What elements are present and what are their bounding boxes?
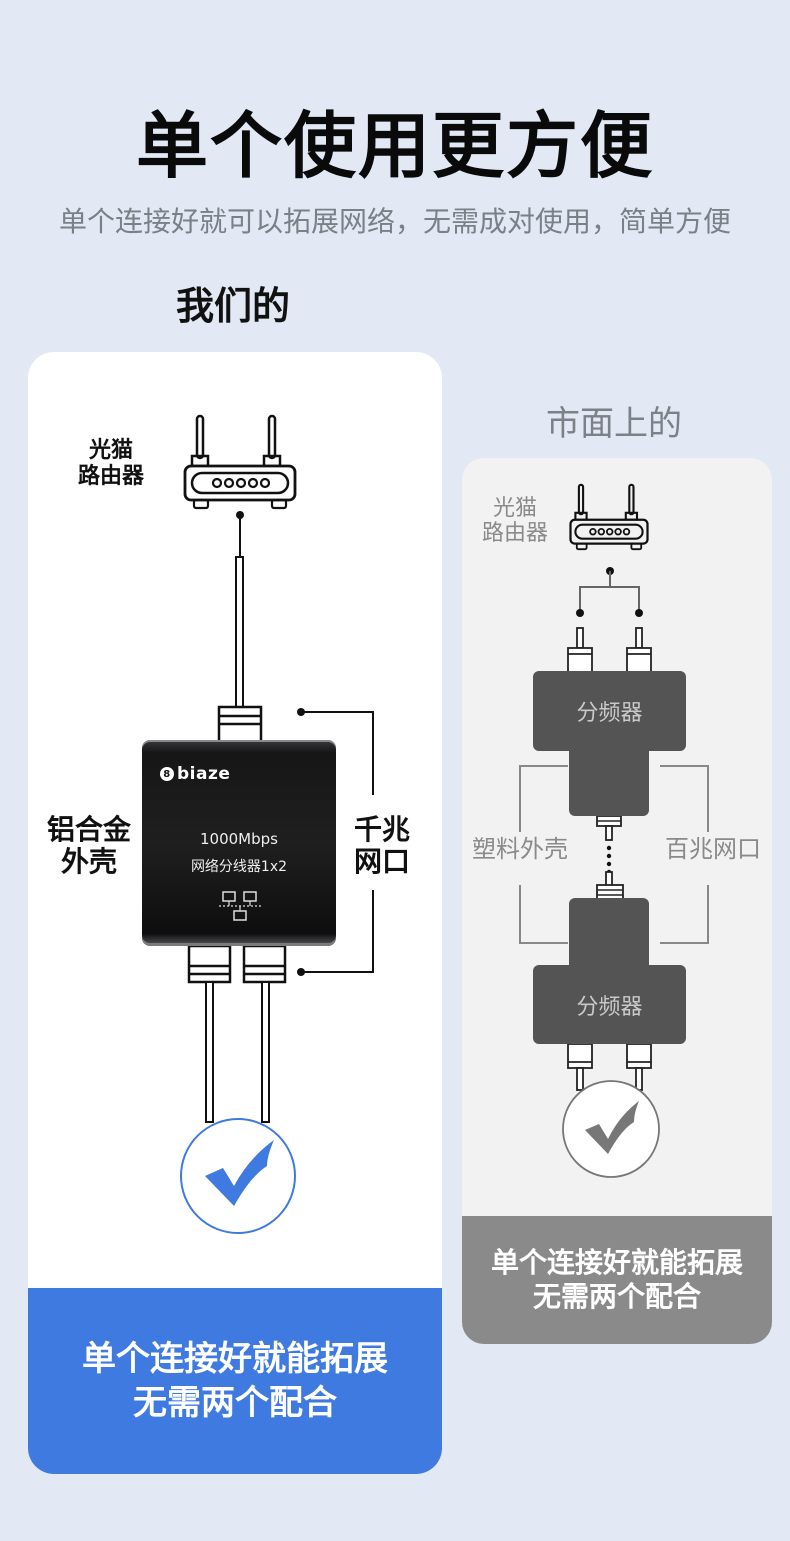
aluminum-shell-callout: 铝合金 外壳 xyxy=(42,814,136,878)
fast-ethernet-port-callout: 百兆网口 xyxy=(665,835,761,863)
market-router-label: 光猫 路由器 xyxy=(482,496,548,546)
rj45-connector xyxy=(242,944,287,984)
ours-section-label: 我们的 xyxy=(176,284,291,328)
splitter-bottom: 分频器 xyxy=(533,965,686,1044)
page-subtitle: 单个连接好就可以拓展网络，无需成对使用，简单方便 xyxy=(58,205,731,238)
network-splitter-device: 8 biaze 1000Mbps 网络分线器1x2 xyxy=(142,740,336,946)
network-topology-icon xyxy=(219,891,261,921)
check-circle-icon xyxy=(562,1080,660,1178)
router-icon xyxy=(183,414,297,510)
rj45-connector xyxy=(626,1043,652,1069)
market-footer: 单个连接好就能拓展 无需两个配合 xyxy=(462,1216,772,1344)
callout-right-line2: 网口 xyxy=(353,845,410,878)
ours-footer: 单个连接好就能拓展 无需两个配合 xyxy=(28,1288,442,1474)
callout-left-line1: 铝合金 xyxy=(46,813,131,846)
ethernet-cable xyxy=(205,981,214,1123)
market-router-label-line2: 路由器 xyxy=(482,521,549,546)
market-footer-line2: 无需两个配合 xyxy=(532,1280,701,1313)
splitter-bottom-label: 分频器 xyxy=(576,994,643,1020)
splitter-bottom-body xyxy=(569,898,649,970)
check-circle-icon xyxy=(180,1118,296,1234)
rj45-connector xyxy=(626,647,652,673)
ours-footer-line1: 单个连接好就能拓展 xyxy=(82,1339,388,1379)
splitter-top: 分频器 xyxy=(533,671,686,751)
brand-name: biaze xyxy=(177,764,231,784)
market-section-label: 市面上的 xyxy=(546,404,682,444)
ours-footer-line2: 无需两个配合 xyxy=(133,1383,337,1423)
device-spec-name: 网络分线器1x2 xyxy=(190,859,288,875)
ours-router-label-line1: 光猫 xyxy=(89,438,134,463)
splitter-top-body xyxy=(569,748,649,816)
rj45-connector xyxy=(567,1043,593,1069)
gigabit-port-callout: 千兆 网口 xyxy=(350,814,414,878)
biaze-logo-icon: 8 xyxy=(160,767,174,781)
brand-logo: 8 biaze xyxy=(160,764,230,784)
market-footer-line1: 单个连接好就能拓展 xyxy=(490,1246,743,1279)
ethernet-cable xyxy=(261,981,270,1123)
router-icon xyxy=(569,483,649,551)
rj45-connector xyxy=(567,647,593,673)
plastic-shell-callout: 塑料外壳 xyxy=(472,835,568,863)
market-cable-diagram xyxy=(519,567,709,1091)
splitter-top-label: 分频器 xyxy=(576,701,643,726)
callout-right-line1: 千兆 xyxy=(353,813,410,846)
rj45-connector xyxy=(187,944,232,984)
ours-router-label: 光猫 路由器 xyxy=(78,438,144,490)
market-router-label-line1: 光猫 xyxy=(493,496,538,521)
ethernet-cable xyxy=(235,556,244,708)
ours-router-label-line2: 路由器 xyxy=(78,464,145,489)
page-title: 单个使用更方便 xyxy=(135,104,654,188)
ours-cable-diagram xyxy=(187,511,374,1123)
callout-left-line2: 外壳 xyxy=(60,845,117,878)
device-spec-speed: 1000Mbps xyxy=(200,830,278,848)
